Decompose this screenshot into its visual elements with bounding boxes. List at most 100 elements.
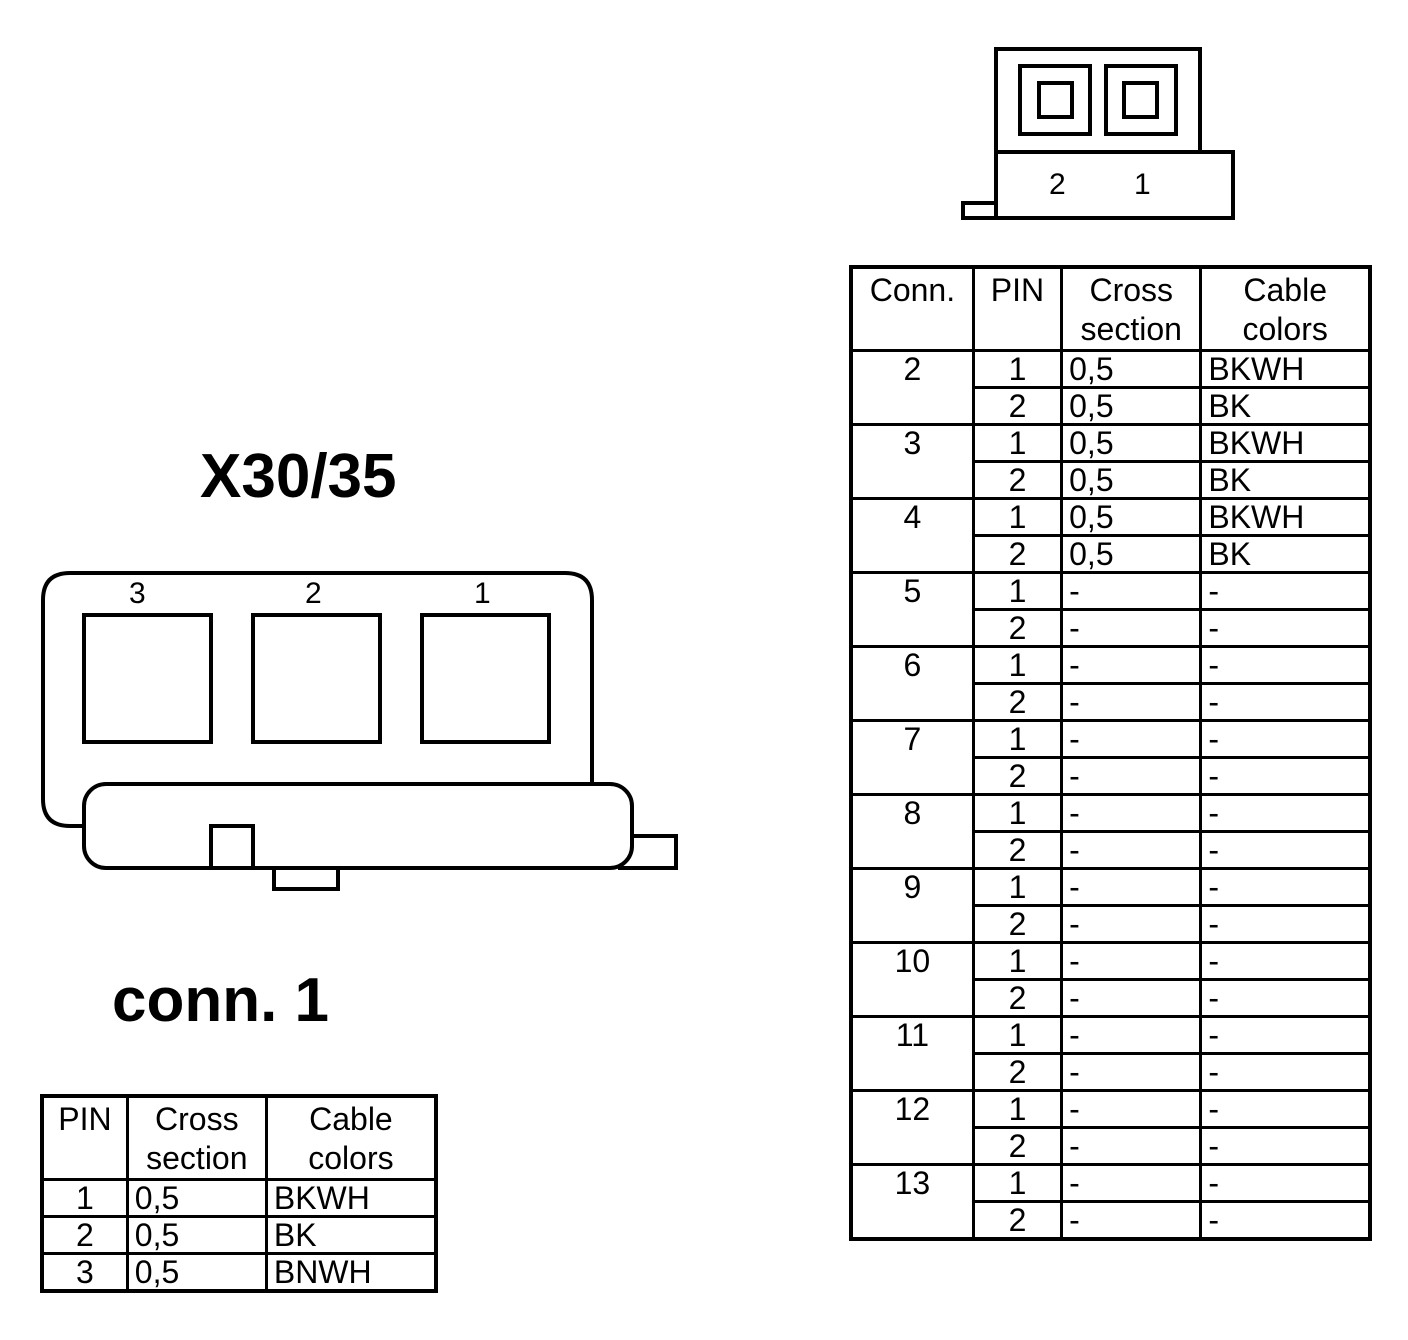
pin-cavity-2	[251, 613, 382, 744]
cable-color-cell: BKWH	[1199, 497, 1372, 537]
table-row: 2--	[851, 1126, 1372, 1166]
cable-color-cell: -	[1199, 645, 1372, 685]
cross-section-cell: -	[1060, 1089, 1203, 1129]
conn-cell: 12	[849, 1089, 975, 1166]
cable-color-cell: BKWH	[1199, 423, 1372, 463]
cable-color-cell: -	[1199, 904, 1372, 944]
conn-cell: 2	[849, 349, 975, 426]
pin-cell: 1	[971, 1089, 1064, 1129]
cable-color-cell: -	[1199, 941, 1372, 981]
pin-cell: 1	[971, 793, 1064, 833]
connector-base	[82, 782, 634, 870]
pin-cavity-1	[420, 613, 551, 744]
pin-cell: 2	[40, 1215, 129, 1255]
pin-cell: 1	[971, 867, 1064, 907]
pin-cell: 2	[971, 1126, 1064, 1166]
pin-cell: 2	[971, 830, 1064, 870]
three-pin-connector-drawing	[41, 571, 678, 891]
pin-cell: 2	[971, 534, 1064, 574]
pin-cell: 2	[971, 386, 1064, 426]
table-row: 2--	[851, 756, 1372, 796]
pin-cell: 1	[971, 719, 1064, 759]
cable-color-cell: -	[1199, 608, 1372, 648]
cross-section-cell: 0,5	[1060, 460, 1203, 500]
cross-section-cell: -	[1060, 1015, 1203, 1055]
cross-section-cell: 0,5	[1060, 386, 1203, 426]
connector-lower-body	[994, 150, 1235, 220]
pin-cell: 2	[971, 904, 1064, 944]
cross-section-cell: -	[1060, 756, 1203, 796]
cross-section-cell: -	[1060, 682, 1203, 722]
cross-section-cell: -	[1060, 571, 1203, 611]
cross-section-cell: 0,5	[1060, 497, 1203, 537]
pin-cavity-3	[82, 613, 213, 744]
cable-color-cell: -	[1199, 682, 1372, 722]
cable-color-cell: -	[1199, 1089, 1372, 1129]
pin-cell: 3	[40, 1252, 129, 1293]
table-row: 2--	[851, 608, 1372, 648]
pin-cell: 1	[971, 423, 1064, 463]
cable-color-cell: -	[1199, 719, 1372, 759]
cross-section-cell: -	[1060, 719, 1203, 759]
cable-color-cell: BKWH	[264, 1178, 438, 1218]
table-row: 2--	[851, 1052, 1372, 1092]
pin-cell: 2	[971, 682, 1064, 722]
cross-section-cell: -	[1060, 941, 1203, 981]
cross-section-cell: -	[1060, 793, 1203, 833]
pin-cavity-outer-2	[1018, 64, 1092, 136]
pin-cell: 2	[971, 978, 1064, 1018]
table-row: 2--	[851, 904, 1372, 944]
pin-label-2: 2	[305, 577, 322, 610]
cross-section-cell: 0,5	[125, 1215, 268, 1255]
cable-color-cell: BKWH	[1199, 349, 1372, 389]
side-tab	[618, 834, 678, 870]
header-cable-line2: colors	[1242, 311, 1328, 347]
side-tab	[961, 201, 998, 220]
cross-section-cell: 0,5	[1060, 423, 1203, 463]
conn-cell: 3	[849, 423, 975, 500]
cable-color-cell: -	[1199, 1200, 1372, 1241]
header-conn: Conn.	[849, 265, 975, 352]
conn-cell: 6	[849, 645, 975, 722]
conn-cell: 7	[849, 719, 975, 796]
conn-cell: 5	[849, 571, 975, 648]
cable-color-cell: -	[1199, 867, 1372, 907]
header-conn-label: Conn.	[869, 272, 956, 308]
pin-label-1: 1	[1134, 168, 1151, 201]
cable-color-cell: -	[1199, 1015, 1372, 1055]
cable-color-cell: -	[1199, 1052, 1372, 1092]
conn-cell: 8	[849, 793, 975, 870]
pin-label-3: 3	[129, 577, 146, 610]
pin-cell: 1	[971, 349, 1064, 389]
pin-cell: 2	[971, 460, 1064, 500]
conn-cell: 9	[849, 867, 975, 944]
cable-color-cell: BK	[1199, 460, 1372, 500]
header-cross-line1: Cross	[155, 1101, 239, 1137]
cross-section-cell: -	[1060, 867, 1203, 907]
conn-cell: 4	[849, 497, 975, 574]
connector-subtitle: conn. 1	[112, 966, 330, 1035]
cable-color-cell: -	[1199, 756, 1372, 796]
cross-section-cell: -	[1060, 1126, 1203, 1166]
cross-section-cell: 0,5	[1060, 534, 1203, 574]
header-cross-line1: Cross	[1089, 272, 1174, 308]
header-pin: PIN	[40, 1094, 129, 1181]
cable-color-cell: BK	[1199, 386, 1372, 426]
conn-cell: 10	[849, 941, 975, 1018]
pin-cell: 1	[40, 1178, 129, 1218]
conn-cell: 13	[849, 1163, 975, 1241]
cable-color-cell: BK	[264, 1215, 438, 1255]
connector-housing	[41, 571, 594, 828]
